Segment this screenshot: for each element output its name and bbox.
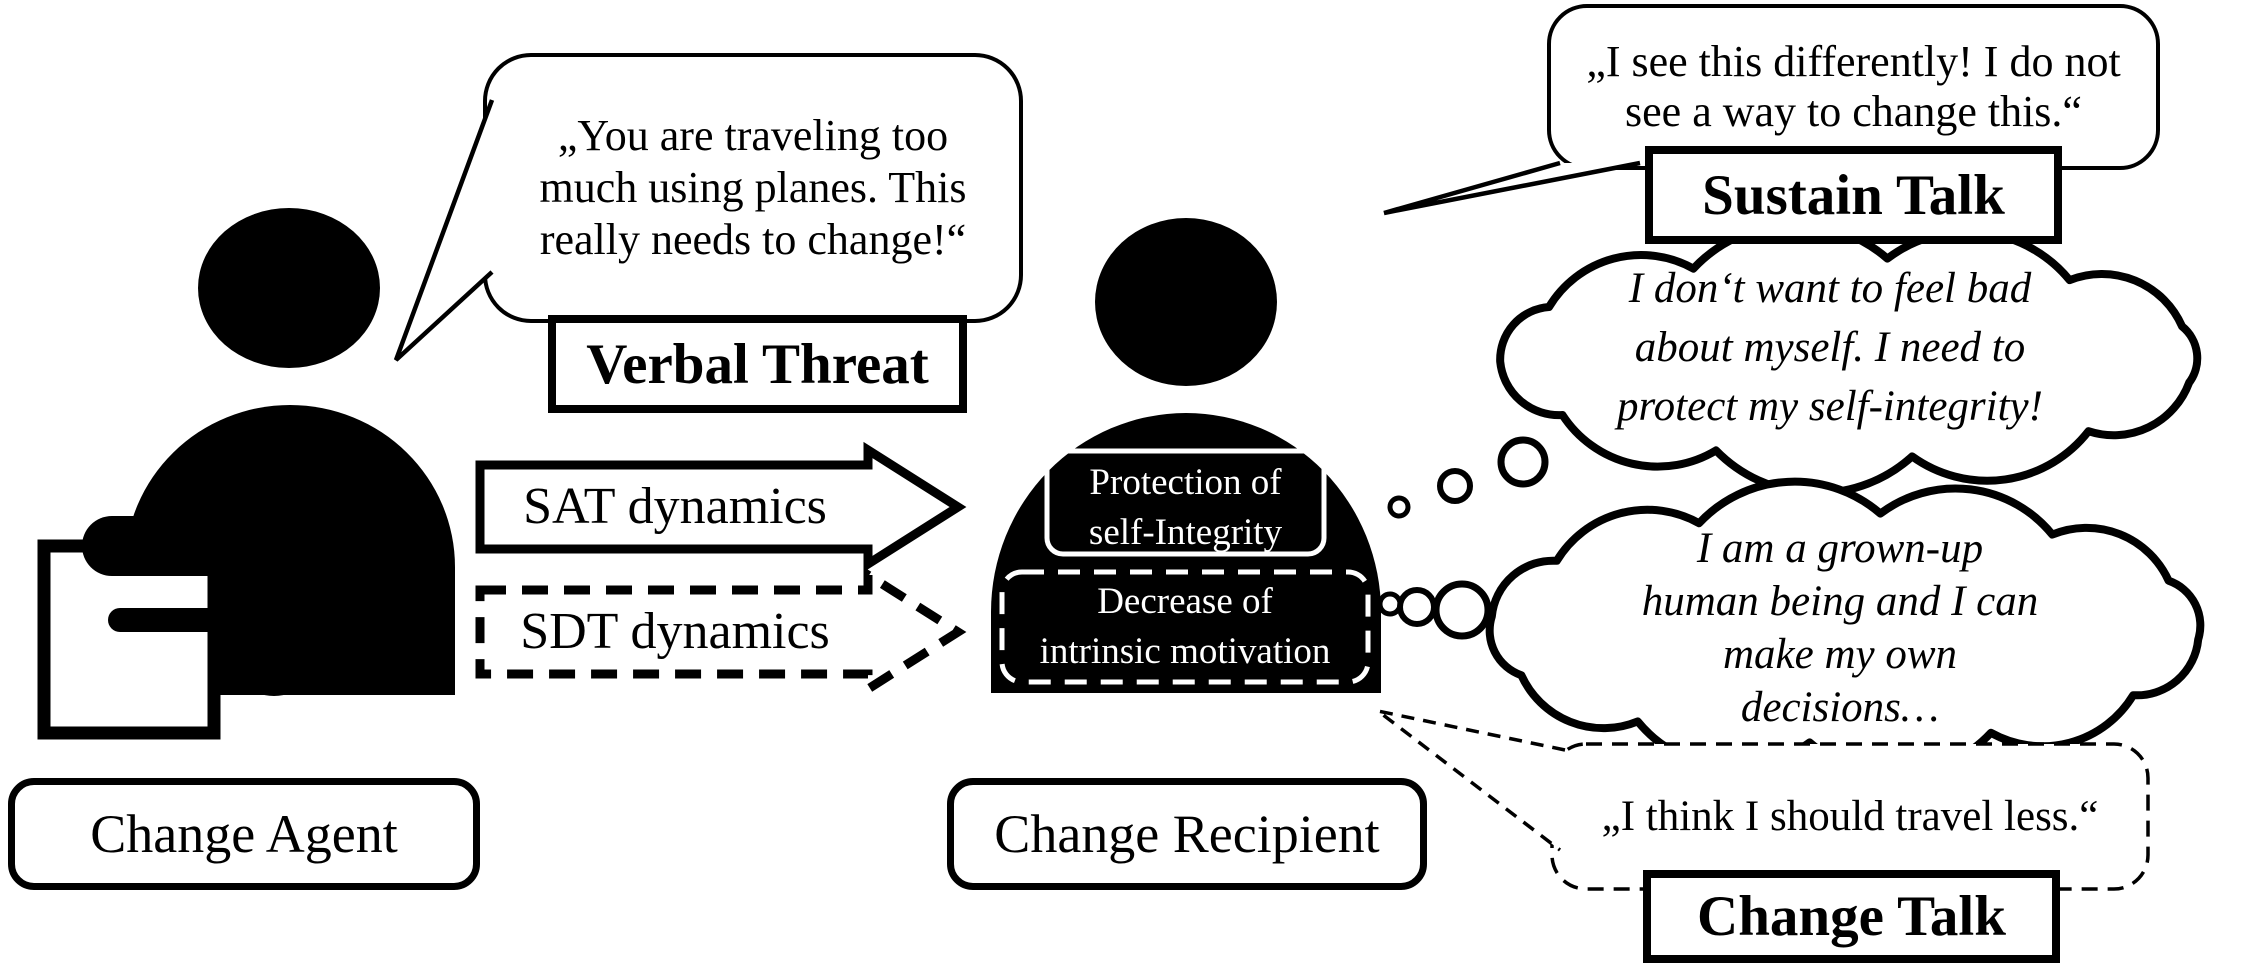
decrease-box: Decrease of intrinsic motivation <box>1002 572 1368 682</box>
agent-speech-line: „You are traveling too <box>557 111 949 160</box>
sustain-thought-line: about myself. I need to <box>1634 324 2026 371</box>
protection-line: Protection of <box>1089 461 1282 503</box>
recipient-head-icon <box>1095 218 1277 386</box>
change-agent-label-box: Change Agent <box>8 778 480 890</box>
thought-dot-icon <box>1437 468 1473 504</box>
sdt-arrow-label: SDT dynamics <box>480 589 870 675</box>
verbal-threat-label: Verbal Threat <box>586 332 929 396</box>
thought-dot-icon <box>1377 591 1403 617</box>
decrease-line: Decrease of <box>1097 581 1273 622</box>
sustain-thought-text: I don‘t want to feel bad about myself. I… <box>1500 235 2160 460</box>
sustain-bubble-tail <box>1383 160 1641 216</box>
change-thought-line: decisions… <box>1740 684 1940 731</box>
agent-arm-icon <box>82 516 382 576</box>
thought-trail-change <box>1377 580 1492 640</box>
change-recipient-label-box: Change Recipient <box>947 778 1427 890</box>
thought-dot-icon <box>1397 587 1437 627</box>
agent-pen-icon <box>108 608 258 632</box>
protection-line: self-Integrity <box>1088 511 1283 553</box>
sustain-thought-line: protect my self-integrity! <box>1617 383 2043 430</box>
agent-speech-line: much using planes. This <box>539 163 967 212</box>
change-speech-text: „I think I should travel less.“ <box>1552 744 2148 889</box>
sustain-talk-box: Sustain Talk <box>1645 146 2062 244</box>
agent-bubble-tail <box>393 99 495 362</box>
clipboard-icon <box>37 539 221 740</box>
agent-head-icon <box>198 208 380 368</box>
sustain-speech-line: see a way to change this.“ <box>1625 87 2082 136</box>
change-talk-label: Change Talk <box>1697 885 2006 948</box>
verbal-threat-box: Verbal Threat <box>548 315 967 413</box>
protection-box: Protection of self-Integrity <box>1047 456 1324 559</box>
sustain-thought-line: I don‘t want to feel bad <box>1628 265 2032 312</box>
change-thought-line: human being and I can <box>1641 578 2039 625</box>
sustain-speech-bubble: „I see this differently! I do not see a … <box>1547 4 2160 170</box>
change-agent-label: Change Agent <box>90 804 398 864</box>
change-thought-line: I am a grown-up <box>1696 525 1984 572</box>
sat-arrow-label: SAT dynamics <box>480 464 870 550</box>
sat-arrow-text: SAT dynamics <box>523 478 827 535</box>
thought-dot-icon <box>1387 495 1411 519</box>
change-agent-icon <box>37 208 455 740</box>
thought-dot-icon <box>1432 580 1492 640</box>
sdt-arrow-text: SDT dynamics <box>520 603 830 660</box>
change-thought-text: I am a grown-up human being and I can ma… <box>1510 518 2170 738</box>
sustain-speech-line: „I see this differently! I do not <box>1586 37 2121 86</box>
agent-speech-line: really needs to change!“ <box>539 215 967 264</box>
agent-hand-icon <box>228 604 320 696</box>
change-recipient-label: Change Recipient <box>994 804 1380 864</box>
change-thought-line: make my own <box>1722 631 1958 678</box>
decrease-line: intrinsic motivation <box>1039 631 1331 672</box>
sustain-talk-label: Sustain Talk <box>1702 163 2005 227</box>
change-speech-line: „I think I should travel less.“ <box>1601 793 2099 840</box>
agent-body-icon <box>125 405 455 695</box>
agent-speech-bubble: „You are traveling too much using planes… <box>483 53 1023 323</box>
change-talk-box: Change Talk <box>1643 870 2060 963</box>
